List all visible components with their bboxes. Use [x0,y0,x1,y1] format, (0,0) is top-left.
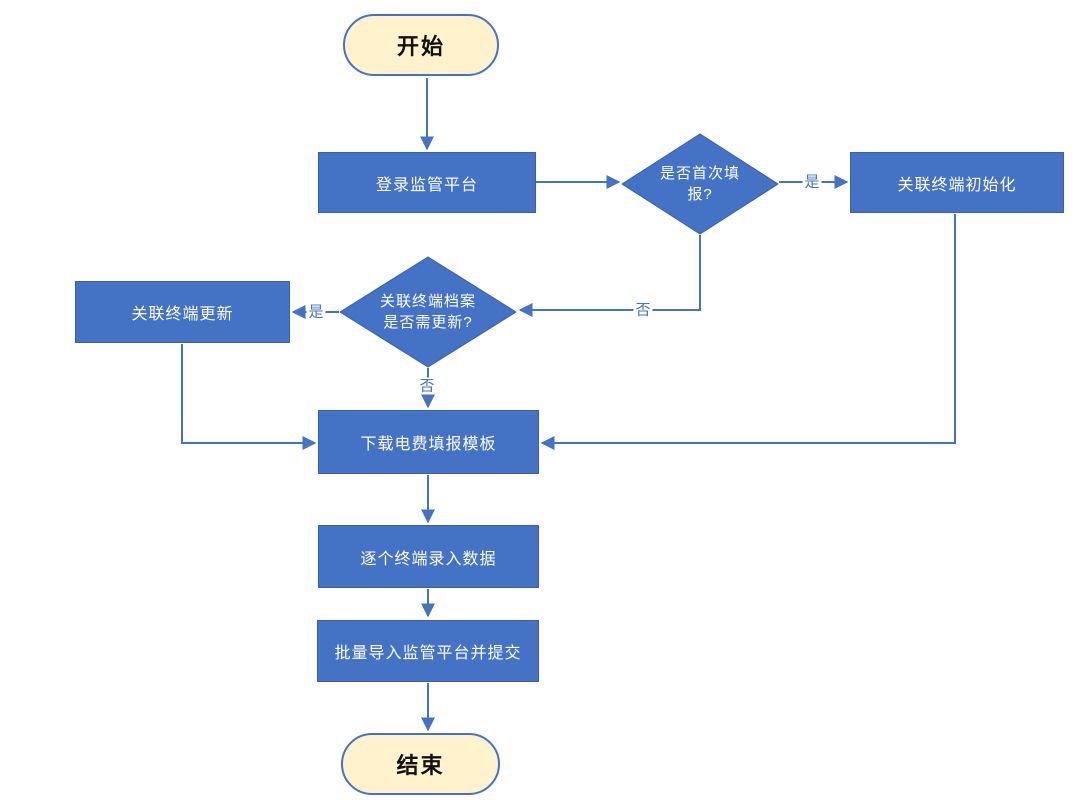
process-enter-data: 逐个终端录入数据 [318,525,539,588]
end-node: 结束 [341,733,500,795]
process-download-template: 下载电费填报模板 [318,410,539,474]
start-node: 开始 [343,14,499,76]
decision-archive-update-line2: 是否需更新? [383,314,473,331]
start-node-label: 开始 [396,34,445,59]
process-batch-import: 批量导入监管平台并提交 [317,620,539,682]
decision-first-time-label: 是否首次填 报? [650,163,750,205]
decision-first-time-line1: 是否首次填 [659,165,740,182]
edge-label-archive-update-no: 否 [417,377,437,395]
edge-label-first-time-no: 否 [633,301,653,319]
edge-label-first-time-yes: 是 [802,173,822,191]
edge-label-archive-update-yes: 是 [306,303,326,321]
process-terminal-update-label: 关联终端更新 [131,306,234,323]
process-login: 登录监管平台 [318,152,536,213]
edge-init-to-download [540,214,956,450]
decision-archive-update-shape [339,256,517,368]
process-login-label: 登录监管平台 [375,176,478,194]
process-terminal-init-label: 关联终端初始化 [897,176,1017,194]
process-enter-data-label: 逐个终端录入数据 [360,550,497,568]
decision-archive-update-label: 关联终端档案 是否需更新? [373,291,483,333]
process-terminal-init: 关联终端初始化 [850,152,1064,213]
decision-first-time-shape [621,133,779,235]
decision-archive-update-line1: 关联终端档案 [379,293,476,310]
decision-first-time-line2: 报? [687,186,713,203]
process-download-template-label: 下载电费填报模板 [360,436,497,453]
process-batch-import-label: 批量导入监管平台并提交 [334,645,522,662]
process-terminal-update: 关联终端更新 [75,281,290,343]
edge-update-to-download [181,344,317,450]
edge-first-time-no-to-archive-decision [518,235,701,317]
end-node-label: 结束 [396,753,445,778]
